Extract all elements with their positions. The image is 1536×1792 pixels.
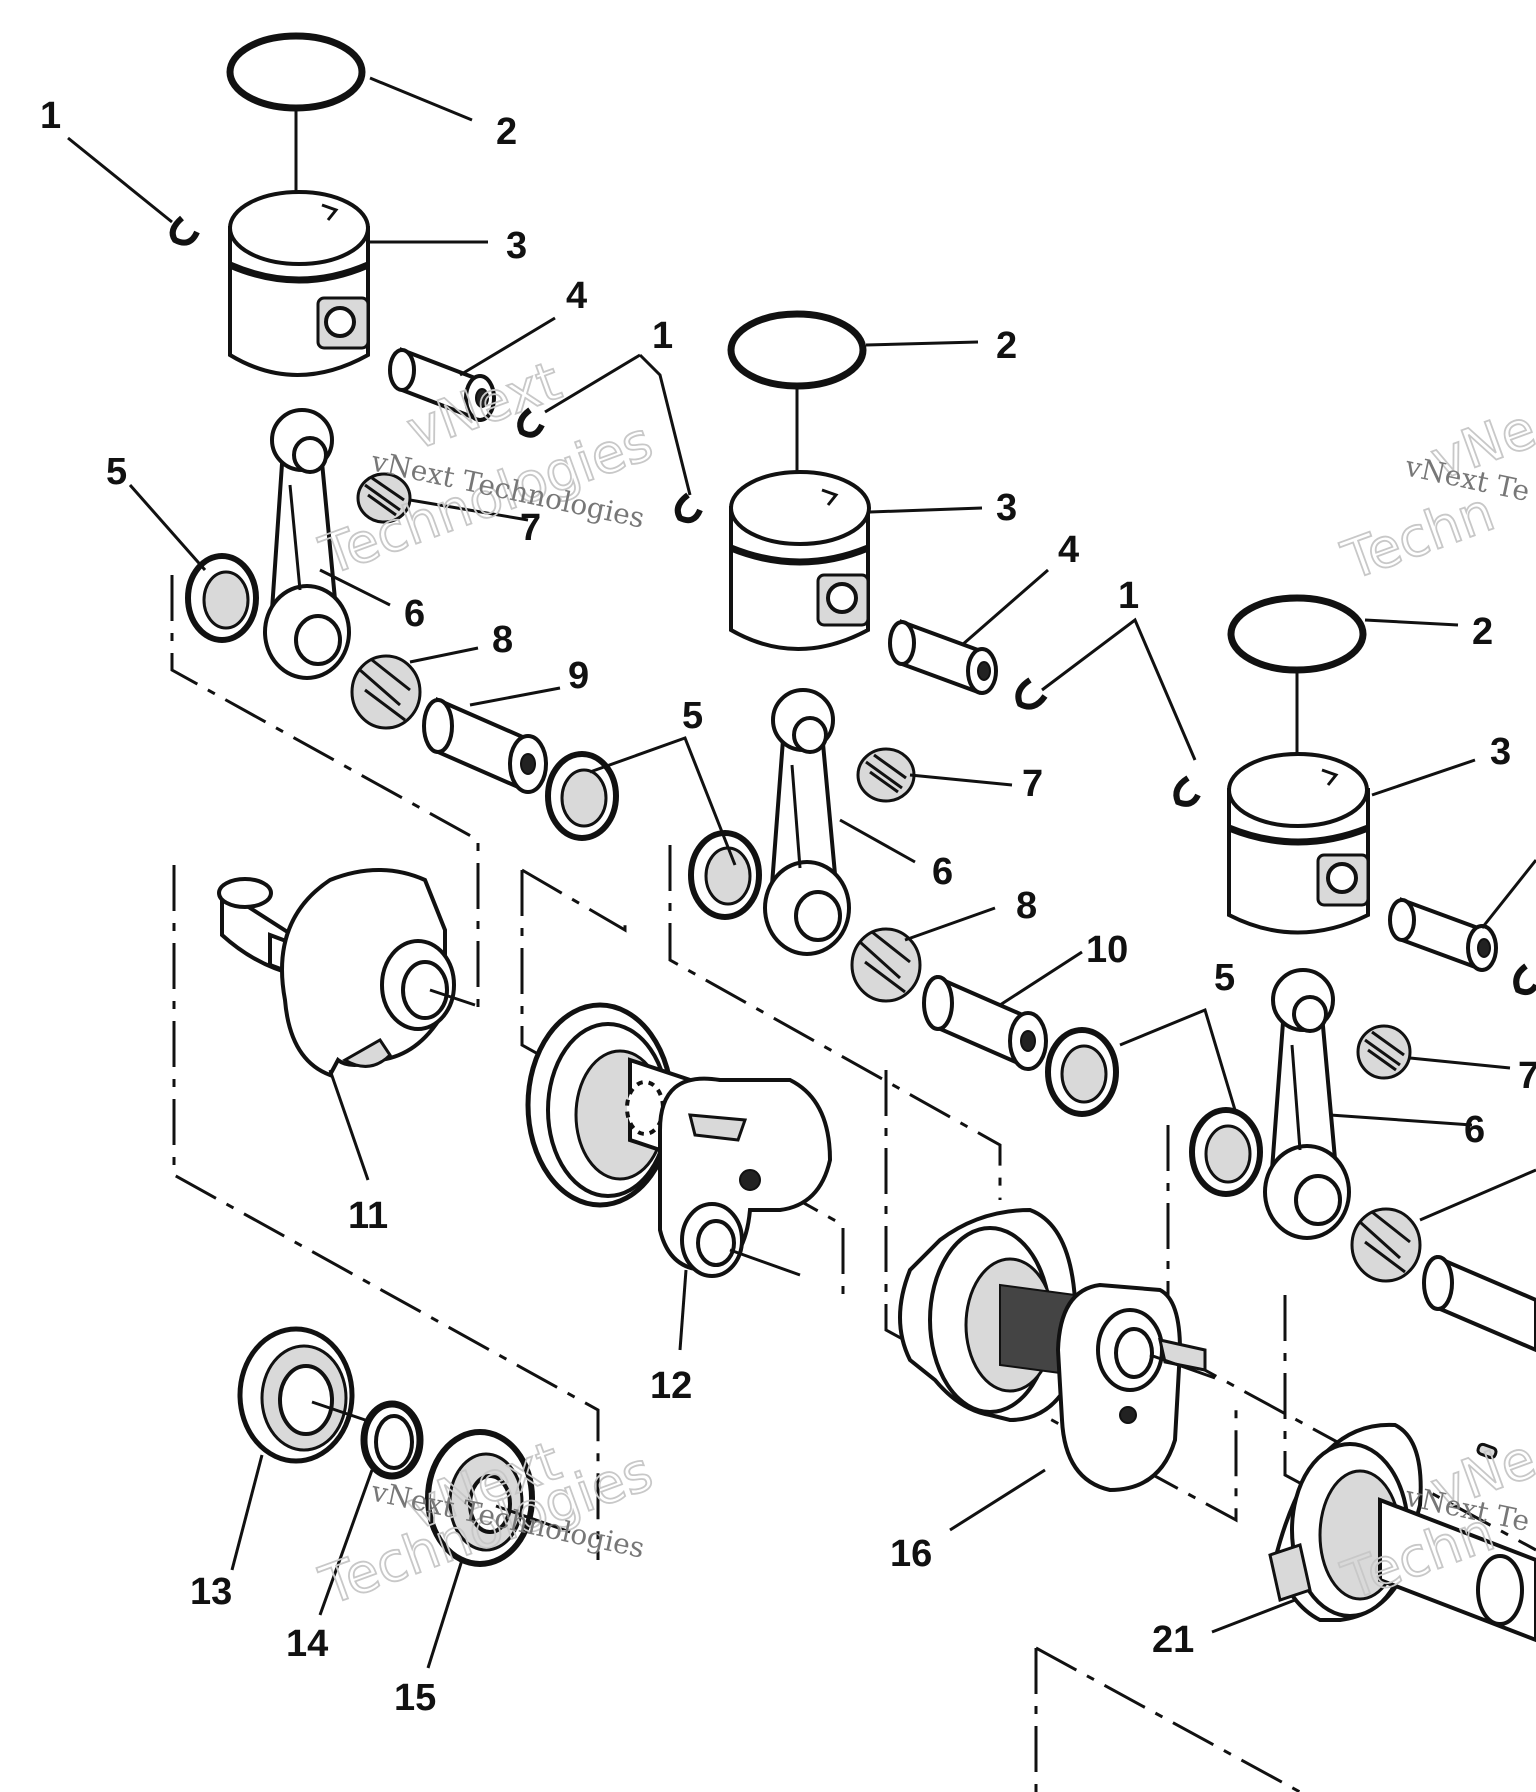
callout-1: 1 xyxy=(40,95,61,137)
callout-9: 9 xyxy=(568,655,589,697)
callout-2: 2 xyxy=(496,111,517,153)
callout-21: 21 xyxy=(1152,1619,1194,1661)
callout-3: 3 xyxy=(996,487,1017,529)
connecting-rod xyxy=(763,688,851,956)
snap-ring xyxy=(360,1400,424,1480)
callout-6: 6 xyxy=(932,851,953,893)
crank-seal xyxy=(545,751,619,841)
callout-16: 16 xyxy=(890,1533,932,1575)
watermark-top: vNext Technologies vNext Technologies xyxy=(311,348,661,588)
circlip xyxy=(517,407,545,438)
callout-4: 4 xyxy=(1058,529,1079,571)
circlip xyxy=(1513,963,1536,996)
crankshaft-end-left xyxy=(217,868,476,1078)
leader-lines xyxy=(67,76,1536,1669)
callout-5: 5 xyxy=(106,451,127,493)
callout-5: 5 xyxy=(1214,957,1235,999)
crank-seal xyxy=(1045,1027,1119,1117)
piston-assembly-left xyxy=(169,32,619,841)
crank-seal xyxy=(185,553,259,643)
circlip xyxy=(674,492,703,524)
crankshaft-end-right xyxy=(1268,1422,1536,1643)
big-end-bearing xyxy=(850,927,922,1003)
callout-8: 8 xyxy=(492,619,513,661)
callout-10: 10 xyxy=(1086,929,1128,971)
crankshaft-center-left xyxy=(525,1002,833,1278)
callout-2: 2 xyxy=(1472,611,1493,653)
crank-pin xyxy=(922,974,1048,1071)
callout-numbers: 1 2 3 4 1 5 7 6 8 9 5 2 3 4 1 7 6 8 10 5… xyxy=(40,95,1536,1719)
callout-11: 11 xyxy=(348,1195,388,1237)
callout-1: 1 xyxy=(652,315,673,357)
callout-15: 15 xyxy=(394,1677,436,1719)
crank-seal xyxy=(1189,1107,1263,1197)
callout-8: 8 xyxy=(1016,885,1037,927)
callout-13: 13 xyxy=(190,1571,232,1613)
piston-ring xyxy=(226,32,366,112)
small-end-bearing xyxy=(356,472,412,524)
callout-14: 14 xyxy=(286,1623,328,1665)
connecting-rod xyxy=(1263,968,1351,1240)
callout-7: 7 xyxy=(520,507,541,549)
big-end-bearing xyxy=(350,654,422,730)
circlip xyxy=(1015,677,1048,710)
main-bearing xyxy=(237,1326,381,1464)
piston-ring xyxy=(727,310,867,390)
big-end-bearing xyxy=(1350,1207,1422,1283)
callout-7: 7 xyxy=(1518,1055,1536,1097)
piston-assembly-center xyxy=(674,310,1119,1117)
watermark-right-top: vNe Techn vNext Te xyxy=(1333,396,1536,593)
small-end-bearing xyxy=(1356,1024,1412,1080)
crank-seal xyxy=(688,830,762,920)
piston-assembly-right xyxy=(1173,594,1536,1353)
callout-7: 7 xyxy=(1022,763,1043,805)
callout-1: 1 xyxy=(1118,575,1139,617)
circlip xyxy=(169,215,200,246)
callout-5: 5 xyxy=(682,695,703,737)
crankshaft-center-right xyxy=(898,1207,1216,1493)
callout-2: 2 xyxy=(996,325,1017,367)
small-end-bearing xyxy=(856,747,916,803)
connecting-rod xyxy=(263,408,351,680)
piston-ring xyxy=(1227,594,1367,674)
oil-seal xyxy=(425,1429,571,1567)
callout-6: 6 xyxy=(404,593,425,635)
callout-4: 4 xyxy=(566,275,587,317)
callout-12: 12 xyxy=(650,1365,692,1407)
crank-pin xyxy=(422,696,548,794)
callout-3: 3 xyxy=(1490,731,1511,773)
callout-3: 3 xyxy=(506,225,527,267)
crank-pin xyxy=(1422,1254,1536,1353)
circlip xyxy=(1173,775,1201,807)
callout-6: 6 xyxy=(1464,1109,1485,1151)
